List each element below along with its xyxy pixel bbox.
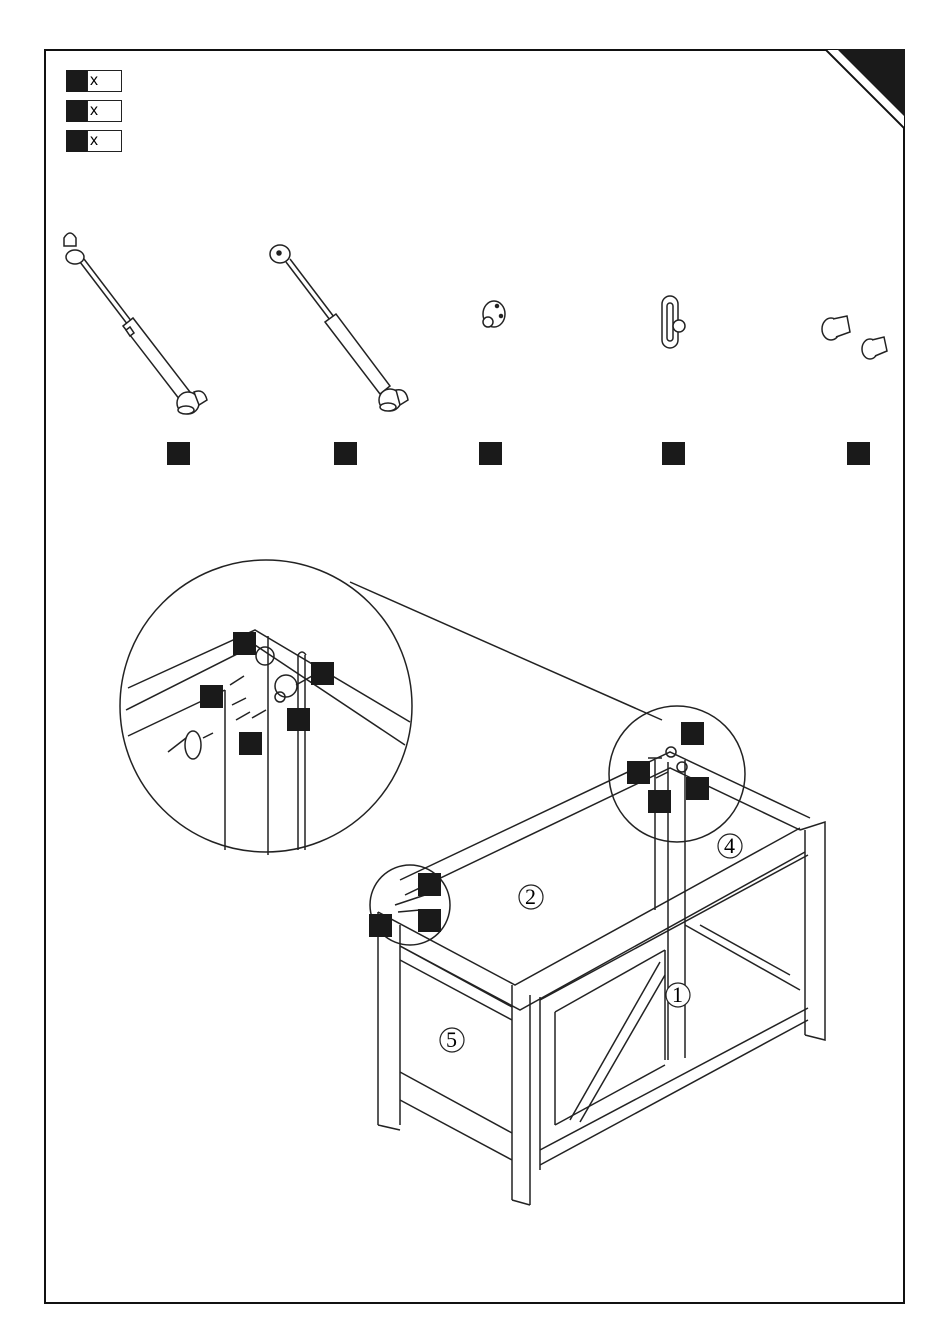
part-tag	[418, 873, 441, 896]
part-tag	[311, 662, 334, 685]
zoom-detail-circle	[120, 560, 412, 852]
panel-number-front: 1	[672, 982, 683, 1008]
part-tag	[200, 685, 223, 708]
panel-number-left: 5	[446, 1027, 457, 1053]
panel-number-right: 4	[724, 833, 735, 859]
part-tag	[369, 914, 392, 937]
part-tag	[418, 909, 441, 932]
panel-number-back: 2	[525, 884, 536, 910]
part-tag	[233, 632, 256, 655]
part-tag	[681, 722, 704, 745]
part-tag	[627, 761, 650, 784]
part-tag	[287, 708, 310, 731]
part-tag	[239, 732, 262, 755]
part-tag	[686, 777, 709, 800]
part-tag	[648, 790, 671, 813]
